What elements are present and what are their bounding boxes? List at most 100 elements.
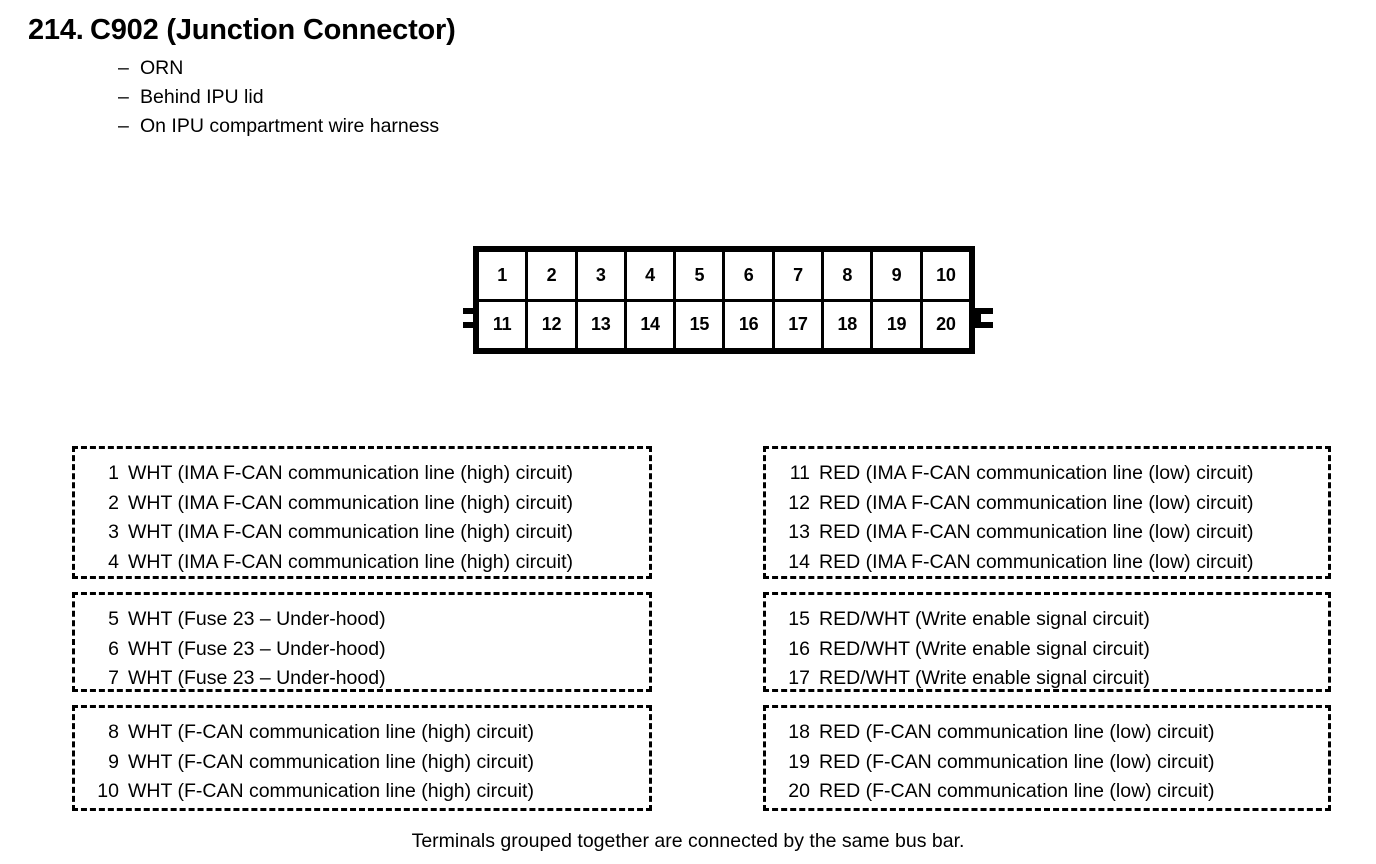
terminal-number: 11 <box>789 462 810 484</box>
pin-cell-1[interactable]: 1 <box>479 252 529 299</box>
terminal-description: RED (F-CAN communication line (low) circ… <box>819 721 1215 743</box>
connector-body: 1 2 3 4 5 6 7 8 9 10 11 12 13 14 15 16 1… <box>473 246 975 354</box>
pin-cell-8[interactable]: 8 <box>824 252 874 299</box>
page-title: 214.C902 (Junction Connector) <box>28 12 1028 48</box>
pin-cell-10[interactable]: 10 <box>922 252 969 299</box>
connector-pin-row-top: 1 2 3 4 5 6 7 8 9 10 <box>479 252 969 302</box>
terminal-description: WHT (F-CAN communication line (high) cir… <box>128 721 534 743</box>
pin-cell-17[interactable]: 17 <box>774 301 825 348</box>
spec-line-location-text: Behind IPU lid <box>140 86 264 108</box>
terminal-description: WHT (Fuse 23 – Under-hood) <box>128 667 386 689</box>
pin-cell-5[interactable]: 5 <box>676 252 726 299</box>
terminal-description: WHT (IMA F-CAN communication line (high)… <box>128 550 573 573</box>
terminal-group-right-1: 11 RED (IMA F-CAN communication line (lo… <box>763 446 1331 579</box>
terminal-number: 1 <box>108 462 119 484</box>
terminal-number: 15 <box>788 608 810 630</box>
pin-cell-13[interactable]: 13 <box>577 301 627 348</box>
terminal-group-right-2: 15 RED/WHT (Write enable signal circuit)… <box>763 592 1331 692</box>
terminal-number: 3 <box>108 521 119 543</box>
pin-cell-7[interactable]: 7 <box>774 252 825 299</box>
pin-cell-2[interactable]: 2 <box>528 252 578 299</box>
header-block: 214.C902 (Junction Connector) – ORN – Be… <box>28 12 1028 141</box>
terminal-row: 3 WHT (IMA F-CAN communication line (hig… <box>89 518 635 548</box>
page-title-number: 214. <box>28 14 84 46</box>
terminal-row: 14 RED (IMA F-CAN communication line (lo… <box>780 548 1314 578</box>
terminal-description: RED (F-CAN communication line (low) circ… <box>819 780 1215 802</box>
pin-cell-11[interactable]: 11 <box>479 301 529 348</box>
terminal-number: 9 <box>108 750 119 773</box>
pin-cell-19[interactable]: 19 <box>873 301 923 348</box>
page-title-text: C902 (Junction Connector) <box>90 14 456 46</box>
terminal-row: 15 RED/WHT (Write enable signal circuit) <box>780 605 1314 635</box>
terminal-description: RED (IMA F-CAN communication line (low) … <box>819 491 1254 514</box>
terminal-description: WHT (IMA F-CAN communication line (high)… <box>128 462 573 484</box>
terminal-row: 18 RED (F-CAN communication line (low) c… <box>780 718 1314 748</box>
terminal-number: 8 <box>108 721 119 743</box>
terminal-description: RED/WHT (Write enable signal circuit) <box>819 667 1150 689</box>
connector-right-latch-notch <box>981 314 993 322</box>
terminal-row: 16 RED/WHT (Write enable signal circuit) <box>780 635 1314 665</box>
pin-cell-20[interactable]: 20 <box>922 301 969 348</box>
spec-dash-icon: – <box>118 86 129 108</box>
terminal-number: 12 <box>788 491 810 514</box>
terminal-group-left-2: 5 WHT (Fuse 23 – Under-hood) 6 WHT (Fuse… <box>72 592 652 692</box>
pin-cell-18[interactable]: 18 <box>824 301 874 348</box>
terminal-number: 13 <box>788 521 810 543</box>
terminal-row: 19 RED (F-CAN communication line (low) c… <box>780 748 1314 778</box>
terminal-number: 20 <box>788 780 810 802</box>
terminal-number: 16 <box>788 637 810 660</box>
terminal-description: WHT (Fuse 23 – Under-hood) <box>128 608 386 630</box>
terminal-description: RED/WHT (Write enable signal circuit) <box>819 608 1150 630</box>
terminal-row: 10 WHT (F-CAN communication line (high) … <box>89 777 635 807</box>
terminal-number: 5 <box>108 608 119 630</box>
terminal-description: WHT (IMA F-CAN communication line (high)… <box>128 491 573 514</box>
pin-cell-15[interactable]: 15 <box>676 301 726 348</box>
spec-dash-icon: – <box>118 115 129 137</box>
terminal-row: 5 WHT (Fuse 23 – Under-hood) <box>89 605 635 635</box>
pin-cell-4[interactable]: 4 <box>626 252 677 299</box>
terminal-number: 18 <box>788 721 810 743</box>
pin-cell-12[interactable]: 12 <box>528 301 578 348</box>
connector-pinout-diagram: 1 2 3 4 5 6 7 8 9 10 11 12 13 14 15 16 1… <box>463 246 993 358</box>
terminal-description: RED (IMA F-CAN communication line (low) … <box>819 550 1254 573</box>
connector-left-latch-notch <box>463 314 475 322</box>
terminal-row: 12 RED (IMA F-CAN communication line (lo… <box>780 489 1314 519</box>
terminal-description: RED (F-CAN communication line (low) circ… <box>819 750 1215 773</box>
terminal-row: 11 RED (IMA F-CAN communication line (lo… <box>780 459 1314 489</box>
terminal-number: 4 <box>108 550 119 573</box>
terminal-group-left-1: 1 WHT (IMA F-CAN communication line (hig… <box>72 446 652 579</box>
terminal-description: WHT (Fuse 23 – Under-hood) <box>128 637 386 660</box>
terminal-row: 2 WHT (IMA F-CAN communication line (hig… <box>89 489 635 519</box>
terminal-number: 6 <box>108 637 119 660</box>
pin-cell-16[interactable]: 16 <box>725 301 775 348</box>
terminal-number: 17 <box>788 667 810 689</box>
pin-cell-14[interactable]: 14 <box>626 301 677 348</box>
connector-pin-row-bottom: 11 12 13 14 15 16 17 18 19 20 <box>479 301 969 348</box>
terminal-description: RED/WHT (Write enable signal circuit) <box>819 637 1150 660</box>
pin-cell-9[interactable]: 9 <box>873 252 923 299</box>
terminal-number: 19 <box>788 750 810 773</box>
terminal-number: 10 <box>97 780 119 802</box>
spec-line-harness: – On IPU compartment wire harness <box>118 112 1028 141</box>
terminal-row: 20 RED (F-CAN communication line (low) c… <box>780 777 1314 807</box>
terminal-group-right-3: 18 RED (F-CAN communication line (low) c… <box>763 705 1331 811</box>
pin-cell-6[interactable]: 6 <box>725 252 775 299</box>
terminal-row: 13 RED (IMA F-CAN communication line (lo… <box>780 518 1314 548</box>
spec-line-location: – Behind IPU lid <box>118 83 1028 112</box>
terminal-row: 6 WHT (Fuse 23 – Under-hood) <box>89 635 635 665</box>
spec-dash-icon: – <box>118 57 129 79</box>
terminal-row: 17 RED/WHT (Write enable signal circuit) <box>780 664 1314 694</box>
terminal-description: WHT (F-CAN communication line (high) cir… <box>128 750 534 773</box>
terminal-number: 2 <box>108 491 119 514</box>
terminal-row: 7 WHT (Fuse 23 – Under-hood) <box>89 664 635 694</box>
bus-bar-note: Terminals grouped together are connected… <box>411 830 965 852</box>
terminal-row: 9 WHT (F-CAN communication line (high) c… <box>89 748 635 778</box>
terminal-row: 4 WHT (IMA F-CAN communication line (hig… <box>89 548 635 578</box>
connector-right-latch-tab-icon <box>975 308 993 328</box>
pin-cell-3[interactable]: 3 <box>577 252 627 299</box>
spec-line-color: – ORN <box>118 54 1028 83</box>
connector-spec-list: – ORN – Behind IPU lid – On IPU compartm… <box>118 54 1028 141</box>
terminal-description: RED (IMA F-CAN communication line (low) … <box>819 462 1254 484</box>
terminal-description: RED (IMA F-CAN communication line (low) … <box>819 521 1254 543</box>
terminal-description: WHT (F-CAN communication line (high) cir… <box>128 780 534 802</box>
